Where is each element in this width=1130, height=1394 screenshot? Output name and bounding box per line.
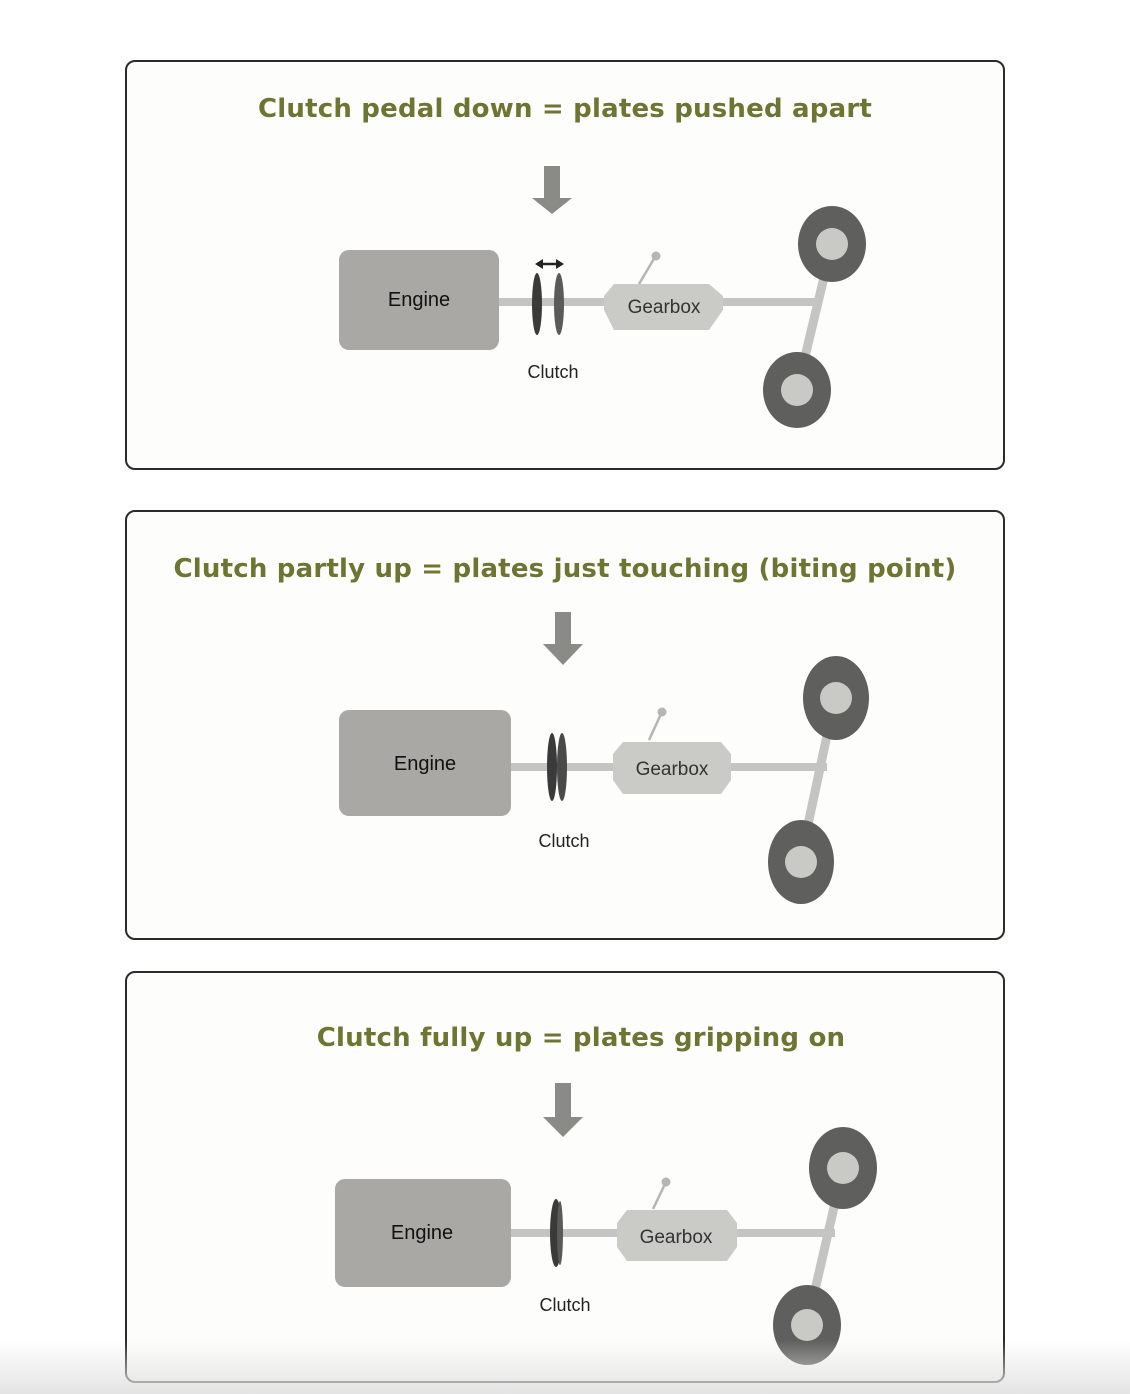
clutch-plates — [532, 273, 564, 335]
gear-lever-knob — [651, 251, 661, 261]
panel-title: Clutch partly up = plates just touching … — [173, 554, 957, 584]
panel-fully-up: Clutch fully up = plates gripping on Eng… — [125, 971, 1005, 1383]
gearbox-label: Gearbox — [636, 759, 709, 780]
gear-lever — [651, 1183, 667, 1210]
drivetrain-diagram: Engine Clutch Gearbox — [339, 166, 866, 428]
pedal-arrow-icon — [543, 612, 583, 665]
gear-lever-knob — [657, 707, 667, 717]
engine-label: Engine — [394, 753, 456, 775]
engine: Engine — [339, 250, 499, 350]
clutch-plates — [550, 1199, 563, 1267]
pedal-arrow-icon — [532, 166, 572, 214]
clutch-label: Clutch — [538, 831, 589, 851]
wheel-top — [803, 656, 869, 740]
separation-arrow-icon — [535, 259, 564, 269]
engine-label: Engine — [391, 1222, 453, 1244]
wheel-bottom — [763, 352, 831, 428]
input-shaft — [507, 1229, 622, 1237]
input-shaft — [497, 298, 607, 306]
clutch-plates — [547, 733, 567, 801]
wheel-top — [809, 1127, 877, 1209]
drivetrain-diagram: Engine Clutch Gearbox — [335, 1083, 877, 1365]
panel-title: Clutch fully up = plates gripping on — [316, 1023, 846, 1053]
gearbox: Gearbox — [617, 1210, 737, 1261]
wheel-bottom — [768, 820, 834, 904]
gear-lever — [647, 713, 663, 741]
output-shaft — [733, 1229, 835, 1237]
output-shaft — [722, 298, 822, 306]
wheel-top — [798, 206, 866, 282]
engine: Engine — [339, 710, 511, 816]
wheel-bottom — [773, 1285, 841, 1365]
clutch-label: Clutch — [539, 1295, 590, 1315]
drivetrain-diagram: Engine Clutch Gearbox — [339, 612, 869, 904]
gearbox-label: Gearbox — [628, 297, 701, 318]
gearbox: Gearbox — [604, 284, 723, 330]
gear-lever — [637, 256, 657, 285]
pedal-arrow-icon — [543, 1083, 583, 1137]
clutch-label: Clutch — [527, 362, 578, 382]
output-shaft — [727, 763, 827, 771]
panel-partly-up: Clutch partly up = plates just touching … — [125, 510, 1005, 940]
panel-pedal-down: Clutch pedal down = plates pushed apart … — [125, 60, 1005, 470]
gearbox-label: Gearbox — [640, 1227, 713, 1248]
panel-title: Clutch pedal down = plates pushed apart — [258, 94, 872, 124]
gearbox: Gearbox — [613, 742, 731, 794]
engine-label: Engine — [388, 289, 450, 311]
engine: Engine — [335, 1179, 511, 1287]
gear-lever-knob — [661, 1177, 671, 1187]
